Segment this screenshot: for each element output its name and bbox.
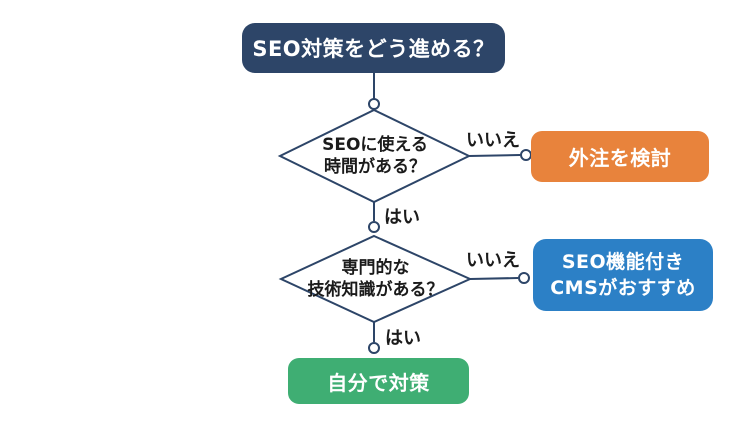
result-outsource-node: 外注を検討 xyxy=(531,131,709,182)
result-cms-label: SEO機能付き CMSがおすすめ xyxy=(550,249,696,301)
edge-label-no-2: いいえ xyxy=(466,250,520,271)
result-cms-label-line2: CMSがおすすめ xyxy=(550,277,696,299)
edge-decision1-to-outsource xyxy=(468,154,521,157)
result-outsource-label: 外注を検討 xyxy=(568,146,672,170)
junction-circle-icon xyxy=(520,149,532,161)
junction-circle-icon xyxy=(368,342,380,354)
junction-circle-icon xyxy=(518,272,530,284)
decision2-label-line2: 技術知識がある？ xyxy=(307,280,444,300)
edge-label-no-1: いいえ xyxy=(466,130,520,151)
junction-circle-icon xyxy=(368,98,380,110)
start-node: SEO対策をどう進める？ xyxy=(242,23,505,73)
decision2-node: 専門的な 技術知識がある？ xyxy=(281,236,470,322)
result-self-label: 自分で対策 xyxy=(327,370,430,395)
decision1-node: SEOに使える 時間がある？ xyxy=(280,112,470,200)
result-cms-node: SEO機能付き CMSがおすすめ xyxy=(533,239,713,311)
junction-circle-icon xyxy=(368,221,380,233)
decision2-label-line1: 専門的な xyxy=(341,258,410,278)
edge-label-yes-1: はい xyxy=(384,207,420,228)
start-node-label: SEO対策をどう進める？ xyxy=(252,37,495,61)
decision1-label-line2: 時間がある？ xyxy=(324,157,426,177)
result-cms-label-line1: SEO機能付き xyxy=(561,251,685,273)
result-self-node: 自分で対策 xyxy=(288,358,469,404)
edge-decision2-to-cms xyxy=(469,277,519,280)
decision1-label-line1: SEOに使える xyxy=(322,135,428,155)
edge-label-yes-2: はい xyxy=(385,328,421,349)
